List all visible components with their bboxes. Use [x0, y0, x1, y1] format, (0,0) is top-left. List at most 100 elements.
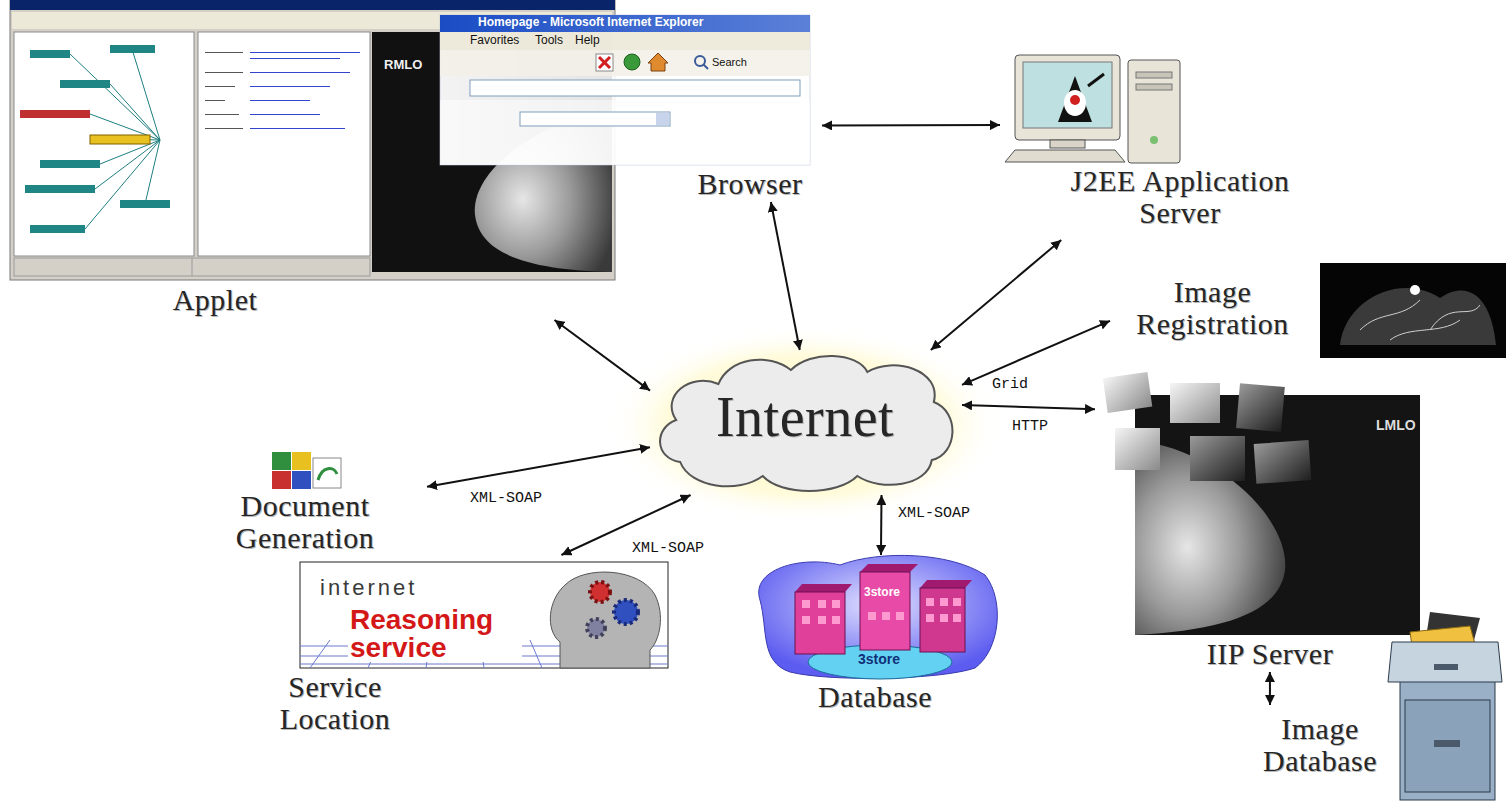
connector-arrow	[771, 202, 800, 350]
iip-server-node: IIP Server	[1095, 370, 1425, 672]
info-links	[205, 52, 360, 129]
applet-screenshot-part	[120, 200, 170, 208]
node-label: Applet	[120, 284, 310, 316]
node-label: Internet	[650, 388, 960, 447]
connector-arrow	[962, 405, 1095, 409]
database-picture-part	[920, 580, 972, 588]
database-picture-part-part	[896, 612, 904, 620]
server-computer	[1005, 55, 1180, 163]
label-holder: Help	[575, 34, 600, 47]
edge-label-holder: HTTP	[1010, 418, 1050, 435]
connector-arrow	[880, 495, 883, 555]
menu-item: Tools	[535, 34, 563, 47]
database-picture-part-part	[868, 612, 876, 620]
window-title: Homepage - Microsoft Internet Explorer	[478, 16, 703, 29]
gate-logo-part	[313, 458, 341, 488]
browser-window-part	[703, 64, 708, 69]
applet-screenshot-part	[30, 225, 85, 233]
database-picture-part-part	[926, 598, 934, 606]
label-holder: Tools	[535, 34, 563, 47]
browser-window-part	[440, 32, 810, 50]
gate-logo-part	[292, 452, 311, 470]
applet-node: Applet	[10, 0, 615, 320]
database-picture-part-part	[832, 600, 840, 608]
iip-image-tiles-part	[1103, 372, 1152, 413]
server-computer-part	[1070, 95, 1080, 105]
registration-image-part	[1360, 300, 1480, 340]
protocol-label: XML-SOAP	[896, 505, 972, 522]
server-computer-part	[1064, 90, 1086, 116]
server-computer-part	[1015, 55, 1120, 140]
protocol-label: Grid	[990, 376, 1030, 393]
connector-arrow	[555, 320, 651, 391]
file-cabinet-part	[1405, 700, 1490, 792]
protocol-label: XML-SOAP	[468, 490, 544, 507]
iip-image-tiles-part	[1190, 436, 1245, 481]
info-links-part	[250, 72, 350, 73]
browser-window-part	[470, 80, 800, 96]
edge-label-holder: XML-SOAP	[896, 505, 972, 522]
browser-window-part	[596, 54, 613, 71]
reasoning-picture-part-part	[530, 640, 542, 668]
toolbar-button: Search	[712, 56, 747, 68]
gate-logo-part	[272, 452, 291, 470]
registration-image-part	[1320, 263, 1506, 358]
browser-window-part	[656, 113, 669, 125]
iip-image-tiles-part	[1115, 428, 1160, 470]
database-picture-part	[860, 564, 918, 572]
view-label: RMLO	[384, 58, 422, 72]
info-links-part	[205, 114, 239, 115]
connector-arrow	[561, 495, 690, 555]
browser-node: Browser	[680, 100, 822, 202]
registration-image	[1320, 263, 1506, 358]
server-computer-part	[1128, 60, 1180, 163]
browser-window-part	[520, 112, 670, 126]
browser-window-part	[648, 53, 668, 71]
gate-logo-part	[318, 469, 337, 480]
cloud-glow	[605, 325, 1005, 525]
browser-window-part	[440, 15, 810, 32]
ontology-tree-part	[85, 140, 160, 229]
node-label: Service Location	[245, 671, 425, 734]
database-picture-part	[759, 555, 998, 678]
building-sign: 3store	[864, 586, 900, 599]
applet-screenshot-part	[198, 32, 370, 256]
gate-logo	[272, 452, 341, 489]
reasoning-picture-part-part	[480, 640, 484, 668]
label-holder: LMLO	[1376, 418, 1416, 433]
info-links-part	[205, 52, 243, 53]
browser-window-part	[440, 50, 810, 76]
edge-label-holder: XML-SOAP	[468, 490, 544, 507]
label-holder: Favorites	[470, 34, 519, 47]
node-label: Database	[745, 681, 1005, 713]
reasoning-picture-part-part	[310, 640, 330, 668]
iip-image-tiles-part	[1254, 440, 1312, 484]
info-links-part	[205, 128, 243, 129]
reasoning-picture-part	[587, 619, 605, 637]
registration-image-part	[1410, 285, 1420, 295]
database-picture-part-part	[953, 598, 961, 606]
info-links-part	[205, 100, 225, 101]
gate-logo-part	[272, 471, 291, 489]
applet-screenshot-part	[25, 185, 95, 193]
reasoning-picture-part	[550, 572, 660, 668]
browser-window-part	[599, 57, 610, 68]
database-picture-part-part	[818, 616, 826, 624]
info-links-part	[250, 100, 310, 101]
applet-screenshot-part	[192, 258, 193, 276]
gate-logo-part	[292, 471, 311, 489]
info-links-part	[250, 58, 340, 59]
applet-screenshot-part	[60, 80, 110, 88]
iip-image-tiles-part	[1170, 383, 1220, 423]
base-sign: 3store	[858, 652, 900, 667]
server-computer-part	[1150, 136, 1158, 144]
reasoning-picture-part-part	[426, 640, 430, 668]
applet-screenshot-part	[90, 135, 150, 144]
node-label: Image Registration	[1110, 276, 1315, 339]
database-picture-part-part	[882, 612, 890, 620]
applet-screenshot-part	[110, 45, 155, 53]
applet-screenshot-part	[10, 0, 615, 10]
document-node: Document Generation	[185, 445, 427, 555]
ontology-tree-part	[132, 49, 160, 140]
database-picture-part	[802, 598, 961, 624]
